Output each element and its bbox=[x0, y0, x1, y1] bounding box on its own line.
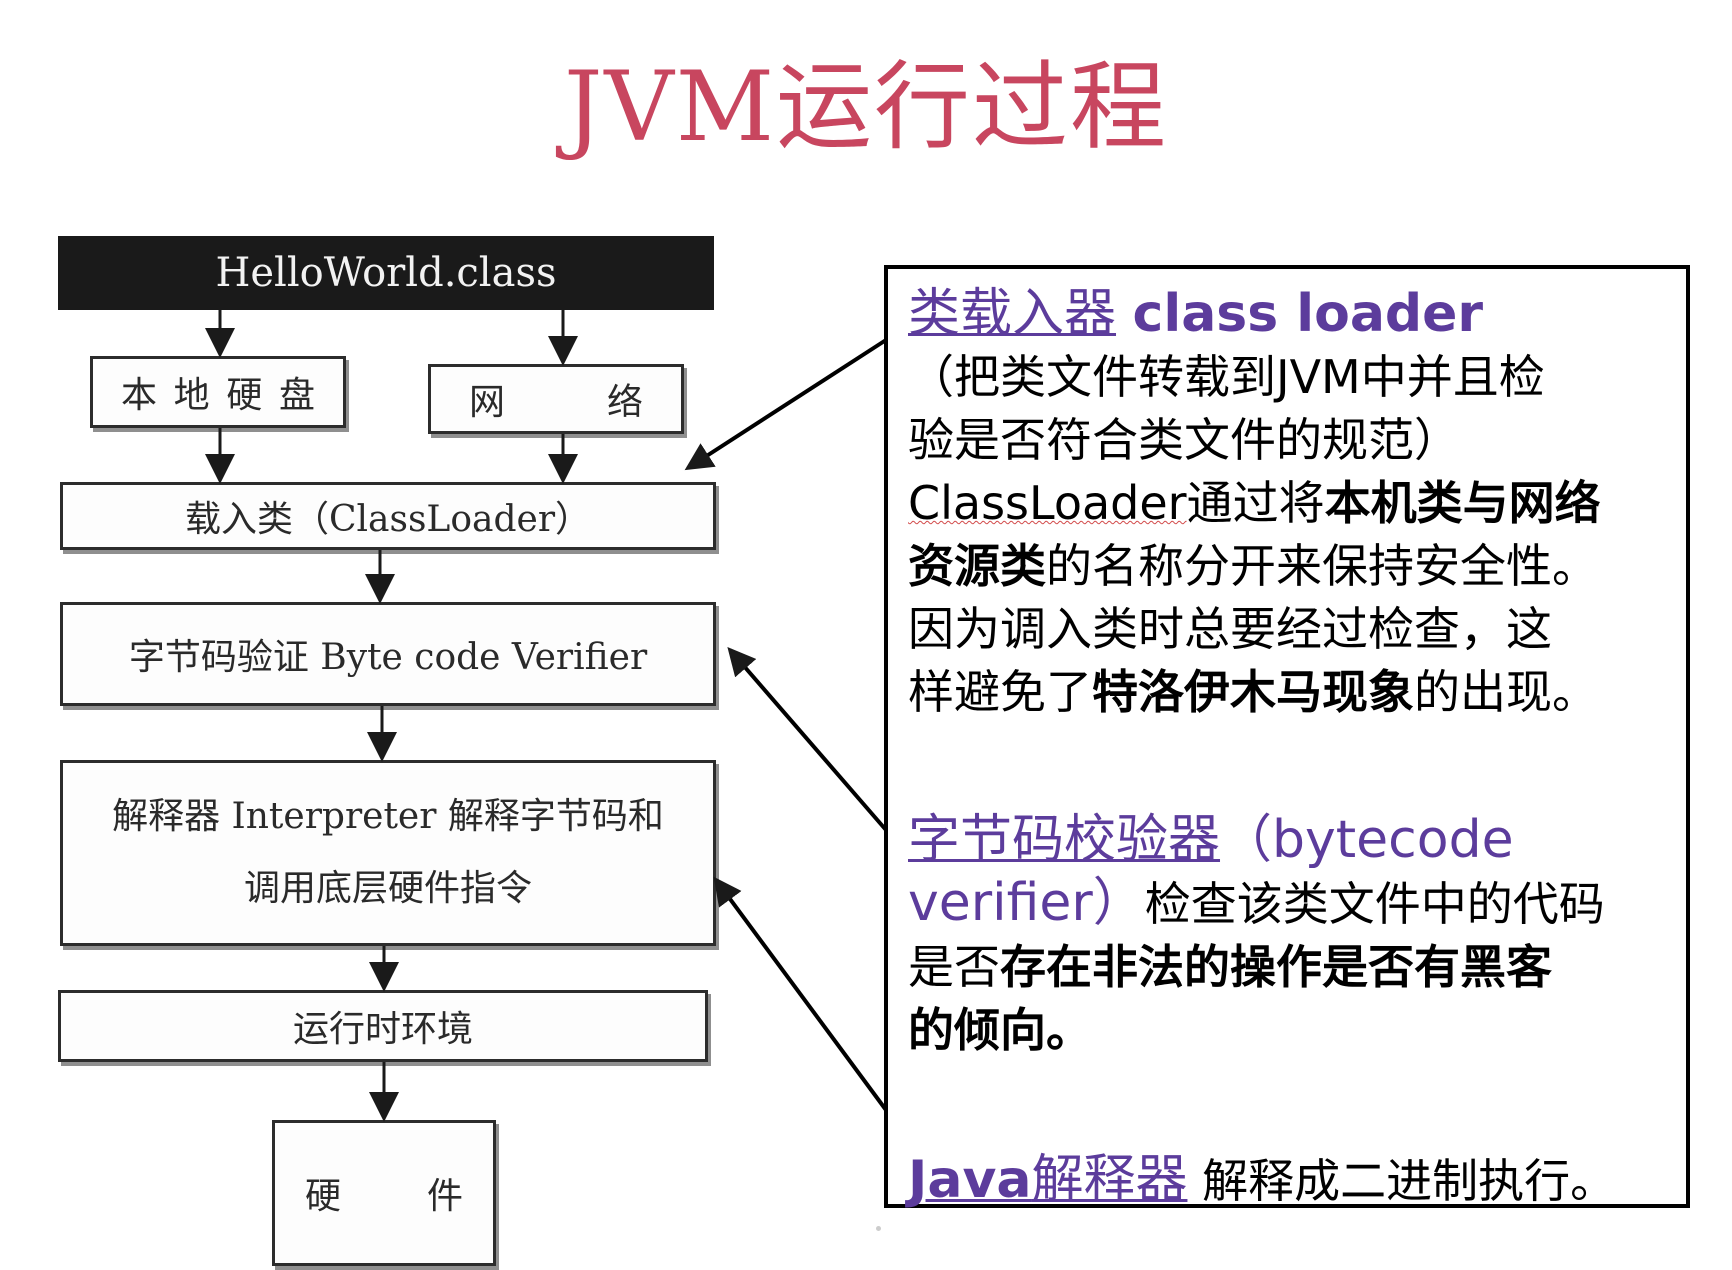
class-loader-desc-line: 因为调入类时总要经过检查，这 bbox=[908, 602, 1552, 656]
bytecode-verifier-label: 字节码验证 Byte code Verifier bbox=[128, 637, 648, 678]
class-loader-desc-text: 的出现。 bbox=[1414, 665, 1598, 719]
pointer-to-bytecode-verifier bbox=[727, 646, 888, 832]
classloader-term: ClassLoader bbox=[908, 476, 1187, 530]
explanation-panel: 类载入器 class loader （把类文件转载到JVM中并且检 验是否符合类… bbox=[884, 265, 1690, 1210]
network-box: 网 络 bbox=[428, 364, 684, 434]
class-loader-desc-line: 验是否符合类文件的规范） bbox=[908, 413, 1460, 467]
class-loader-desc-emphasis: 特洛伊木马现象 bbox=[1092, 665, 1414, 719]
helloworld-class-box: HelloWorld.class bbox=[58, 236, 714, 310]
java-interpreter-desc: 解释成二进制执行。 bbox=[1202, 1154, 1617, 1208]
class-loader-desc-emphasis: 本机类与网络 bbox=[1324, 476, 1601, 530]
page-title: JVM运行过程 bbox=[563, 51, 1169, 163]
local-disk-char: 硬 bbox=[226, 375, 263, 416]
bytecode-verifier-heading-cn: 字节码校验器 bbox=[908, 810, 1221, 870]
local-disk-char: 地 bbox=[173, 375, 210, 416]
class-loader-desc-emphasis: 资源类 bbox=[908, 539, 1046, 593]
java-interpreter-line: Java解释器 解释成二进制执行。 bbox=[908, 1149, 1668, 1213]
class-loader-desc-line: 样避免了特洛伊木马现象的出现。 bbox=[908, 661, 1668, 724]
java-interpreter-heading-cn: 解释器 bbox=[1031, 1150, 1188, 1210]
class-loader-desc-line: ClassLoader通过将本机类与网络 bbox=[908, 472, 1668, 535]
class-loader-desc-line: （把类文件转载到JVM中并且检 bbox=[908, 350, 1545, 404]
network-char: 络 bbox=[606, 382, 643, 423]
hardware-char: 件 bbox=[426, 1176, 463, 1217]
class-loader-box: 载入类（ClassLoader） bbox=[60, 482, 716, 550]
stray-dot bbox=[876, 1226, 881, 1231]
java-interpreter-heading: Java解释器 bbox=[908, 1150, 1187, 1210]
bytecode-verifier-heading: 字节码校验器（bytecode bbox=[908, 809, 1668, 872]
class-loader-heading-cn: 类载入器 bbox=[908, 284, 1117, 344]
hardware-char: 硬 bbox=[305, 1176, 342, 1217]
interpreter-label-line2: 调用底层硬件指令 bbox=[243, 868, 532, 909]
bytecode-verifier-desc-text: 检查该类文件中的代码 bbox=[1144, 877, 1605, 931]
class-loader-desc-text: 通过将 bbox=[1186, 476, 1325, 530]
bytecode-verifier-heading-en: （bytecode bbox=[1220, 810, 1514, 870]
bytecode-verifier-heading-en2: verifier） bbox=[908, 873, 1145, 933]
pointer-to-interpreter bbox=[713, 876, 888, 1112]
bytecode-verifier-box: 字节码验证 Byte code Verifier bbox=[60, 602, 716, 706]
interpreter-box: 解释器 Interpreter 解释字节码和 调用底层硬件指令 bbox=[60, 760, 716, 946]
bytecode-verifier-desc-line: 的倾向。 bbox=[908, 1003, 1092, 1057]
class-loader-heading-en: class loader bbox=[1132, 284, 1484, 344]
pointer-to-class-loader bbox=[684, 338, 888, 471]
class-loader-label: 载入类（ClassLoader） bbox=[184, 499, 592, 540]
network-char: 网 bbox=[469, 382, 506, 423]
class-loader-desc-line: 资源类的名称分开来保持安全性。 bbox=[908, 535, 1668, 598]
helloworld-class-label: HelloWorld.class bbox=[215, 250, 557, 296]
local-disk-char: 本 bbox=[121, 375, 158, 416]
local-disk-char: 盘 bbox=[278, 375, 315, 416]
bytecode-verifier-desc-line: verifier）检查该类文件中的代码 bbox=[908, 872, 1668, 936]
bytecode-verifier-desc-text: 是否 bbox=[908, 940, 1000, 994]
class-loader-desc-text: 的名称分开来保持安全性。 bbox=[1046, 539, 1598, 593]
class-loader-desc-text: 样避免了 bbox=[908, 665, 1092, 719]
java-interpreter-heading-en: Java bbox=[908, 1150, 1032, 1210]
bytecode-verifier-desc-emphasis: 存在非法的操作是否有黑客 bbox=[1000, 940, 1552, 994]
runtime-environment-label: 运行时环境 bbox=[292, 1009, 473, 1050]
interpreter-label-line1: 解释器 Interpreter 解释字节码和 bbox=[112, 796, 664, 837]
class-loader-heading: 类载入器 class loader bbox=[908, 283, 1668, 346]
bytecode-verifier-desc-line: 是否存在非法的操作是否有黑客 bbox=[908, 936, 1668, 999]
